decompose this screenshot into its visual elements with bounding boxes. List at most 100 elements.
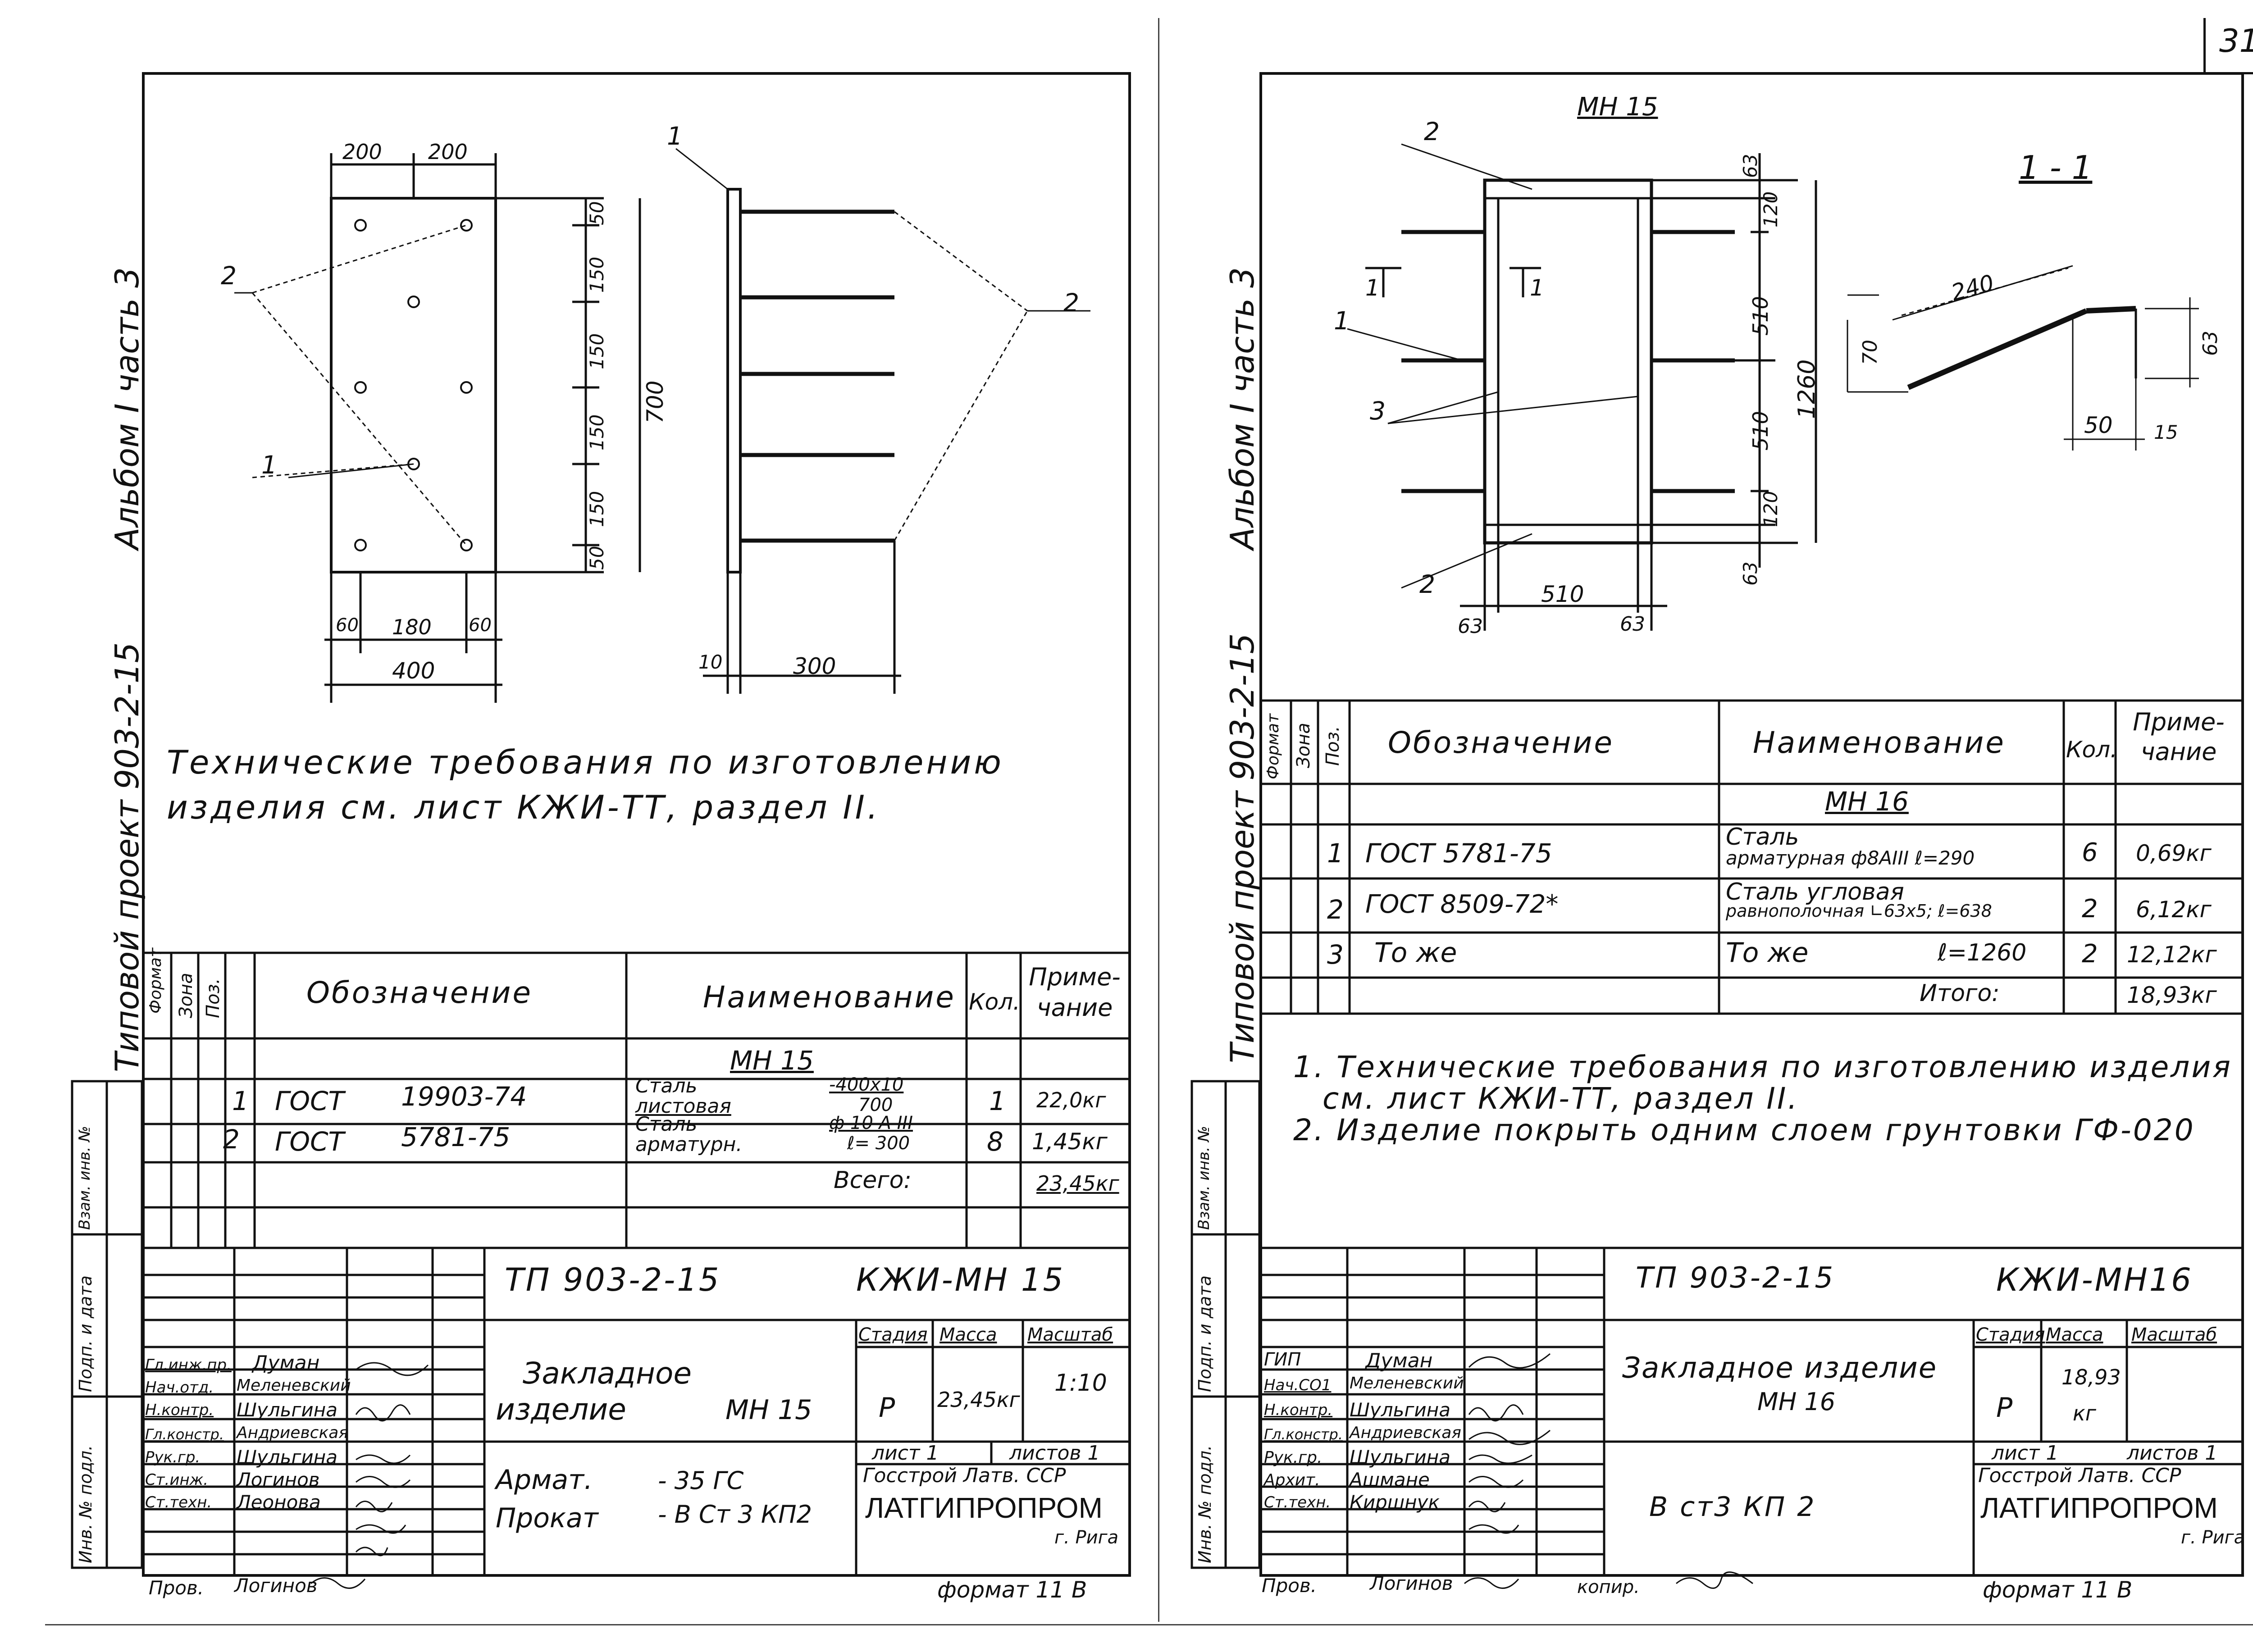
left-tb-stage: Р <box>879 1392 895 1424</box>
fold-line <box>1158 18 1159 1622</box>
left-tb-role-6: Ст.техн. <box>145 1493 212 1511</box>
right-spec-row2-name-a: Сталь угловая <box>1726 878 1904 906</box>
right-spec-row3-qty: 2 <box>2082 939 2098 969</box>
left-dim-200-b: 200 <box>428 140 468 164</box>
right-spec-row3-name-a: То же <box>1726 937 1809 969</box>
left-spec-h-note: Приме- чание <box>1029 963 1121 1022</box>
left-tb-code: ТП 903-2-15 <box>505 1261 721 1298</box>
right-dim-bot-510: 510 <box>1541 581 1584 607</box>
right-tb-item-name-1: Закладное изделие <box>1622 1352 1938 1385</box>
left-tb-role-0: Гл.инж.пр. <box>145 1356 232 1374</box>
right-tb-mass-h: Масса <box>2046 1324 2103 1345</box>
left-tb-mat1: - 35 ГС <box>658 1466 744 1495</box>
left-spec-h-designation: Обозначение <box>306 975 533 1010</box>
right-tb-name-6: Киршнук <box>1350 1491 1440 1513</box>
left-tb-stage-h: Стадия <box>858 1324 928 1345</box>
left-spec-row2-des-a: ГОСТ <box>275 1126 344 1157</box>
left-tb-role-2: Н.контр. <box>145 1401 214 1419</box>
left-dim-300: 300 <box>793 653 836 679</box>
left-tb-name-3: Андриевская <box>237 1424 348 1442</box>
left-spec-row2-pos: 2 <box>223 1124 240 1155</box>
left-tb-prov-label: Пров. <box>149 1577 204 1599</box>
right-spec-row2-note: 6,12кг <box>2136 897 2212 923</box>
left-callout-2: 2 <box>221 261 237 290</box>
left-tb-item-name-1: Закладное <box>523 1356 692 1391</box>
right-tb-code: ТП 903-2-15 <box>1636 1261 1835 1295</box>
right-tb-city: г. Рига <box>2181 1527 2245 1548</box>
right-note-2: 2. Изделие покрыть одним слоем грунтовки… <box>1293 1113 2195 1147</box>
left-tb-name-0: Думан <box>252 1352 320 1374</box>
left-dim-200-a: 200 <box>342 140 382 164</box>
right-tb-role-5: Архит. <box>1264 1471 1320 1489</box>
right-tb-name-2: Шульгина <box>1350 1399 1450 1421</box>
right-callout-2b: 2 <box>1419 570 1435 599</box>
left-tb-org2: ЛАТГИПРОПРОМ <box>865 1492 1103 1524</box>
right-cut-b: 1 <box>1530 275 1544 301</box>
right-callout-2: 2 <box>1424 117 1440 146</box>
right-tb-mass-b: кг <box>2073 1401 2096 1425</box>
right-spec-row3-name-b: ℓ=1260 <box>1938 939 2027 966</box>
right-tb-scale-h: Масштаб <box>2131 1324 2217 1345</box>
left-tb-role-5: Ст.инж. <box>145 1471 209 1489</box>
left-sheet-frame <box>142 72 1131 1577</box>
right-dim-bot-63b: 63 <box>1620 613 1645 636</box>
right-tb-format: формат 11 В <box>1983 1577 2133 1603</box>
right-spec-row1-qty: 6 <box>2082 838 2098 867</box>
left-spec-row1-des-a: ГОСТ <box>275 1086 344 1116</box>
right-spec-row2-name-b: равнополочная ∟63х5; ℓ=638 <box>1726 901 1992 921</box>
left-dim-400: 400 <box>392 658 435 684</box>
right-spec-row1-des: ГОСТ 5781-75 <box>1365 838 1552 869</box>
left-tb-name-1: Меленевский <box>237 1376 351 1395</box>
right-tb-role-2: Н.контр. <box>1264 1401 1333 1419</box>
left-spec-row1-des-b: 19903-74 <box>401 1081 527 1112</box>
right-sec-dim-50: 50 <box>2084 412 2113 438</box>
right-note-1: 1. Технические требования по изготовлени… <box>1293 1050 2232 1084</box>
right-tb-role-1: Нач.СО1 <box>1264 1376 1332 1394</box>
right-sec-dim-15: 15 <box>2154 421 2178 443</box>
left-tb-org1: Госстрой Латв. ССР <box>863 1464 1066 1487</box>
right-spec-row3-pos: 3 <box>1327 939 1344 970</box>
right-tb-copy-label: копир. <box>1577 1577 1640 1597</box>
right-tb-prov-label: Пров. <box>1262 1575 1317 1597</box>
right-tb-stage-h: Стадия <box>1976 1324 2045 1345</box>
right-tb-role-4: Рук.гр. <box>1264 1448 1323 1467</box>
right-spec-row3-note: 12,12кг <box>2127 942 2217 968</box>
page-number: 31 <box>2219 23 2253 59</box>
left-tb-item-name-2: изделие <box>496 1392 626 1427</box>
left-tb-mass-h: Масса <box>940 1324 997 1345</box>
left-tb-sheet: лист 1 <box>872 1442 939 1465</box>
right-tb-name-4: Шульгина <box>1350 1446 1450 1468</box>
right-tb-prov-name: Логинов <box>1370 1572 1453 1594</box>
right-spec-row3-des: То же <box>1374 937 1457 969</box>
right-spec-group: МН 16 <box>1825 786 1909 817</box>
right-spec-h-qty: Кол. <box>2066 737 2117 763</box>
right-tb-name-5: Ашмане <box>1350 1469 1430 1491</box>
right-dim-bot-63a: 63 <box>1458 615 1483 638</box>
right-tb-item-mark: МН 16 <box>1757 1388 1836 1416</box>
right-section-title: 1 - 1 <box>2019 149 2093 187</box>
right-tb-mass-a: 18,93 <box>2061 1365 2121 1389</box>
left-spec-row2-qty: 8 <box>987 1126 1003 1157</box>
left-spec-h-qty: Кол. <box>969 989 1020 1015</box>
right-spec-row2-pos: 2 <box>1327 894 1344 925</box>
left-callout-1: 1 <box>261 451 277 479</box>
left-spec-h-name: Наименование <box>703 980 956 1015</box>
left-dim-60-a: 60 <box>336 615 359 636</box>
left-spec-row2-name-a: Сталь <box>635 1113 698 1136</box>
left-tb-mat1-label: Армат. <box>496 1464 593 1496</box>
right-spec-h-note: Приме- чание <box>2133 708 2225 766</box>
left-tb-name-6: Леонова <box>237 1491 321 1513</box>
left-spec-row1-qty: 1 <box>989 1086 1006 1116</box>
bottom-cut-line <box>45 1624 2253 1625</box>
left-spec-row1-size-b: 700 <box>858 1095 893 1115</box>
right-callout-1: 1 <box>1334 306 1350 335</box>
left-dim-60-b: 60 <box>469 615 492 636</box>
left-callout-2-side: 2 <box>1063 288 1079 317</box>
right-tb-stage: Р <box>1996 1392 2013 1424</box>
right-tb-sheet: лист 1 <box>1992 1442 2059 1465</box>
left-spec-row1-size-a: -400х10 <box>829 1074 904 1095</box>
left-callout-1-side: 1 <box>667 122 683 150</box>
left-dim-180: 180 <box>392 615 432 639</box>
